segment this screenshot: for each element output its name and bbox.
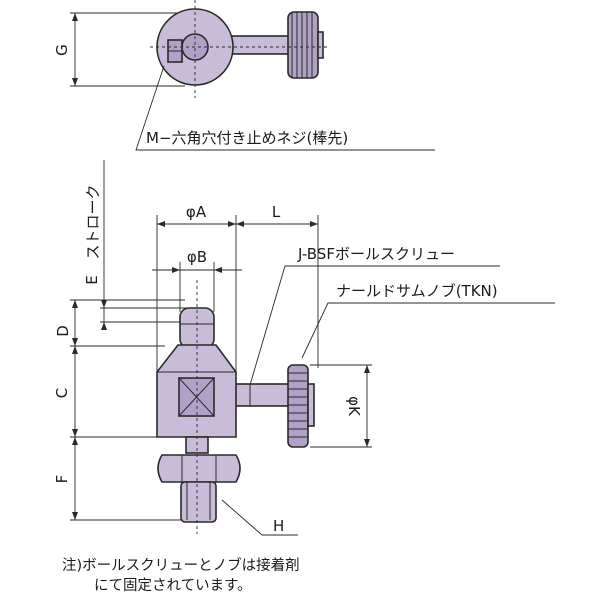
threaded-shank xyxy=(180,481,217,523)
top-knurled-knob xyxy=(287,11,324,79)
stroke-label: ストローク xyxy=(84,184,102,259)
phi-k-label: φK xyxy=(345,396,363,417)
top-ball-screw-stem xyxy=(225,35,293,55)
front-view: D C F ストローク E φA L φB xyxy=(53,160,555,536)
ball-screw-label: J-BSFボールスクリュー xyxy=(297,245,455,263)
knob-label: ナールドサムノブ(TKN) xyxy=(336,282,498,300)
e-label: E xyxy=(83,275,101,284)
phi-a-label: φA xyxy=(186,203,207,221)
top-view: G M−六角穴付き止めネジ(棒先) xyxy=(53,0,435,151)
note-line-2: にて固定されています。 xyxy=(94,578,252,594)
m-screw-label: M−六角穴付き止めネジ(棒先) xyxy=(146,129,348,147)
phi-b-label: φB xyxy=(187,248,207,266)
ball-screw-leader xyxy=(249,265,500,386)
h-label: H xyxy=(273,517,284,535)
c-label: C xyxy=(53,388,71,398)
knob-leader xyxy=(301,302,555,359)
m-screw-leader xyxy=(135,65,435,151)
hex-nut xyxy=(157,454,241,483)
f-label: F xyxy=(53,475,71,484)
knurled-knob xyxy=(287,364,315,448)
d-label: D xyxy=(54,325,72,337)
h-leader xyxy=(221,499,298,536)
l-label: L xyxy=(272,203,281,221)
g-label: G xyxy=(53,44,71,56)
note: 注)ボールスクリューとノブは接着剤 にて固定されています。 xyxy=(62,556,582,596)
note-line-1: 注)ボールスクリューとノブは接着剤 xyxy=(62,558,300,574)
